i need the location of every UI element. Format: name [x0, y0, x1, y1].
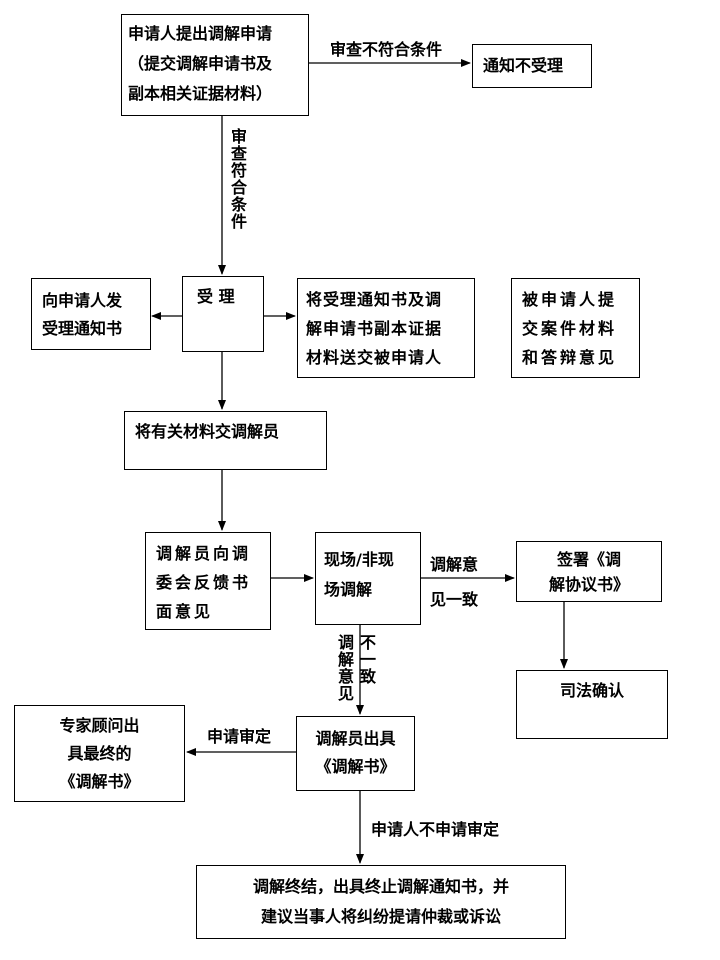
reject-box: 通知不受理 — [472, 44, 592, 88]
to-mediator-box: 将有关材料交调解员 — [124, 411, 327, 470]
respondent-submit-box: 被申请人提 交案件材料 和答辩意见 — [511, 278, 640, 378]
accept-box: 受 理 — [182, 276, 264, 352]
apply-line-2: （提交调解申请书及 — [128, 54, 273, 73]
mediation-box: 现场/非现 场调解 — [315, 532, 421, 625]
label-qualified: 审查符合条件 — [228, 128, 247, 230]
expert-final-box: 专家顾问出 具最终的 《调解书》 — [14, 705, 185, 802]
respondent-submit-line-3: 和答辩意见 — [522, 348, 618, 367]
judicial-confirm-box: 司法确认 — [516, 670, 668, 739]
terminate-line-1: 调解终结，出具终止调解通知书，并 — [252, 877, 509, 896]
issue-book-box: 调解员出具 《调解书》 — [296, 716, 415, 791]
terminate-box: 调解终结，出具终止调解通知书，并 建议当事人将纠纷提请仲裁或诉讼 — [196, 865, 566, 939]
sign-agreement-box: 签署《调 解协议书》 — [516, 541, 662, 602]
label-no-review: 申请人不申请审定 — [371, 820, 500, 839]
sign-agreement-line-2: 解协议书》 — [548, 575, 629, 594]
notify-applicant-line-2: 受理通知书 — [42, 319, 123, 338]
mediator-feedback-line-2: 委会反馈书 — [156, 573, 252, 592]
respondent-submit-line-2: 交案件材料 — [522, 319, 618, 338]
mediator-feedback-line-1: 调解员向调 — [156, 544, 252, 563]
apply-line-1: 申请人提出调解申请 — [128, 24, 273, 43]
notify-applicant-box: 向申请人发 受理通知书 — [31, 278, 151, 350]
label-not-qualified: 审查不符合条件 — [330, 40, 443, 59]
send-respondent-line-3: 材料送交被申请人 — [306, 348, 443, 367]
send-respondent-line-1: 将受理通知书及调 — [306, 290, 443, 309]
label-disagree-right: 不一致 — [357, 634, 376, 685]
mediator-feedback-box: 调解员向调 委会反馈书 面意见 — [145, 532, 271, 630]
expert-final-line-3: 《调解书》 — [59, 772, 140, 791]
issue-book-line-2: 《调解书》 — [315, 757, 396, 776]
send-respondent-box: 将受理通知书及调 解申请书副本证据 材料送交被申请人 — [297, 278, 475, 378]
label-disagree-left: 调解意见 — [335, 634, 354, 702]
notify-applicant-line-1: 向申请人发 — [42, 291, 123, 310]
send-respondent-line-2: 解申请书副本证据 — [306, 319, 443, 338]
reject-text: 通知不受理 — [483, 56, 564, 75]
issue-book-line-1: 调解员出具 — [315, 729, 396, 748]
mediator-feedback-line-3: 面意见 — [156, 602, 214, 621]
label-agree-2: 见一致 — [430, 590, 479, 609]
label-agree-1: 调解意 — [430, 555, 479, 574]
mediation-line-2: 场调解 — [324, 580, 373, 599]
to-mediator-text: 将有关材料交调解员 — [135, 422, 280, 441]
expert-final-line-1: 专家顾问出 — [59, 716, 140, 735]
respondent-submit-line-1: 被申请人提 — [522, 290, 618, 309]
mediation-line-1: 现场/非现 — [324, 550, 394, 569]
terminate-line-2: 建议当事人将纠纷提请仲裁或诉讼 — [260, 907, 501, 926]
sign-agreement-line-1: 签署《调 — [556, 550, 621, 569]
judicial-confirm-text: 司法确认 — [559, 681, 624, 700]
expert-final-line-2: 具最终的 — [67, 744, 132, 763]
accept-text: 受 理 — [197, 287, 235, 306]
label-apply-review: 申请审定 — [207, 727, 272, 746]
apply-line-3: 副本相关证据材料） — [128, 84, 273, 103]
apply-box: 申请人提出调解申请 （提交调解申请书及 副本相关证据材料） — [121, 14, 309, 116]
